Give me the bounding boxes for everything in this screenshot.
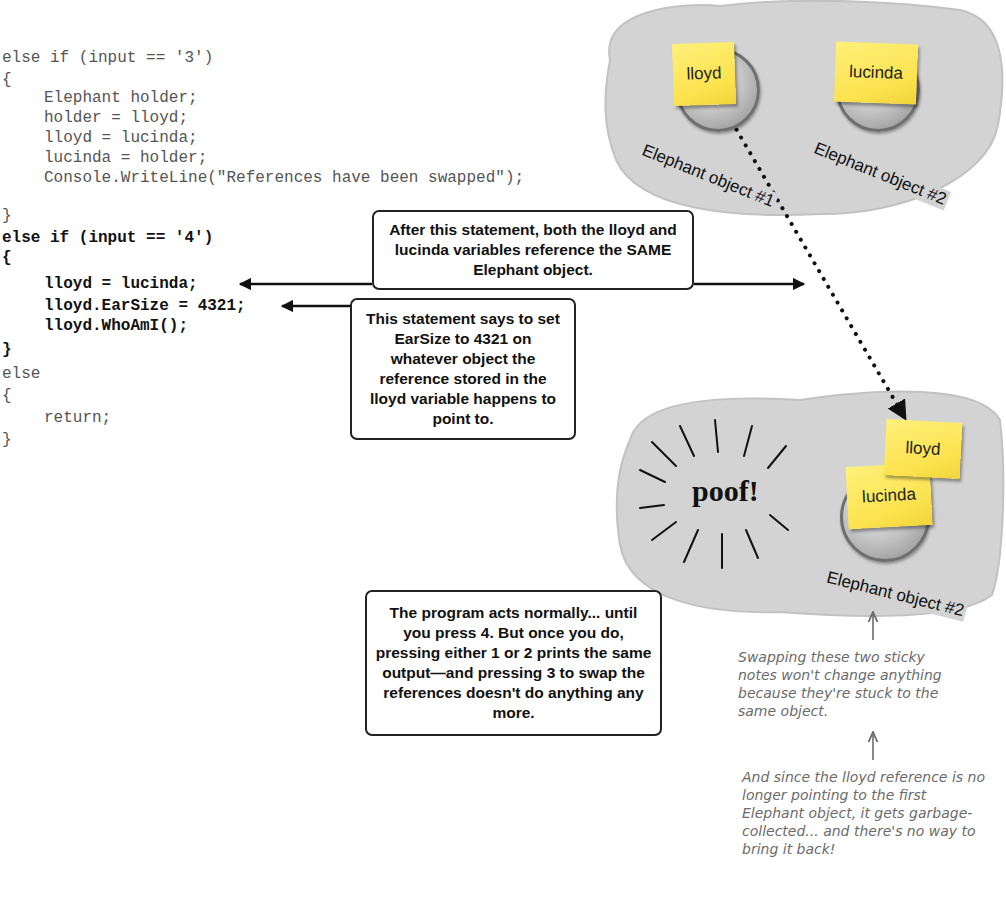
code-line: {: [2, 71, 12, 89]
code-line: else if (input == '3'): [2, 49, 213, 67]
object-circle: Elephant object #2lucindalloyd: [840, 472, 930, 562]
note-text: lloyd: [905, 438, 941, 460]
note-text: lucinda: [862, 485, 917, 508]
code-line: lucinda = holder;: [44, 149, 207, 167]
code-line: lloyd.WhoAmI();: [44, 317, 188, 335]
code-line: Elephant holder;: [44, 89, 198, 107]
code-line: }: [2, 431, 12, 449]
object-circle: Elephant object #2lucinda: [836, 48, 920, 132]
code-line: lloyd = lucinda;: [44, 129, 198, 147]
code-line: else: [2, 365, 40, 383]
code-line: Console.WriteLine("References have been …: [44, 169, 524, 187]
sticky-note: lucinda: [834, 42, 918, 105]
callout-text: This statement says to set EarSize to 43…: [360, 309, 566, 429]
callout-box: After this statement, both the lloyd and…: [372, 210, 694, 290]
handwritten-note: And since the lloyd reference is no long…: [742, 768, 992, 858]
note-text: lucinda: [849, 62, 904, 84]
bottom-cloud: [617, 391, 1004, 615]
poof-burst: [640, 420, 788, 568]
handwritten-note: Swapping these two sticky notes won't ch…: [738, 648, 963, 720]
code-line: }: [2, 341, 12, 359]
note-text: lloyd: [686, 63, 722, 84]
code-line: return;: [44, 409, 111, 427]
sticky-note: lloyd: [672, 42, 736, 106]
callout-box: The program acts normally... until you p…: [365, 590, 662, 736]
sticky-note: lloyd: [884, 419, 963, 479]
poof-text: poof!: [692, 474, 759, 508]
callout-box: This statement says to set EarSize to 43…: [350, 298, 576, 440]
code-line: holder = lloyd;: [44, 109, 188, 127]
code-line: }: [2, 207, 12, 225]
top-cloud: [605, 1, 1002, 215]
callout-text: The program acts normally... until you p…: [375, 603, 652, 723]
code-line: else if (input == '4'): [2, 229, 213, 247]
callout-text: After this statement, both the lloyd and…: [382, 220, 684, 280]
code-line: lloyd.EarSize = 4321;: [44, 297, 246, 315]
object-circle: Elephant object #1lloyd: [676, 48, 760, 132]
code-line: {: [2, 387, 12, 405]
code-line: lloyd = lucinda;: [44, 275, 198, 293]
code-line: {: [2, 249, 12, 267]
